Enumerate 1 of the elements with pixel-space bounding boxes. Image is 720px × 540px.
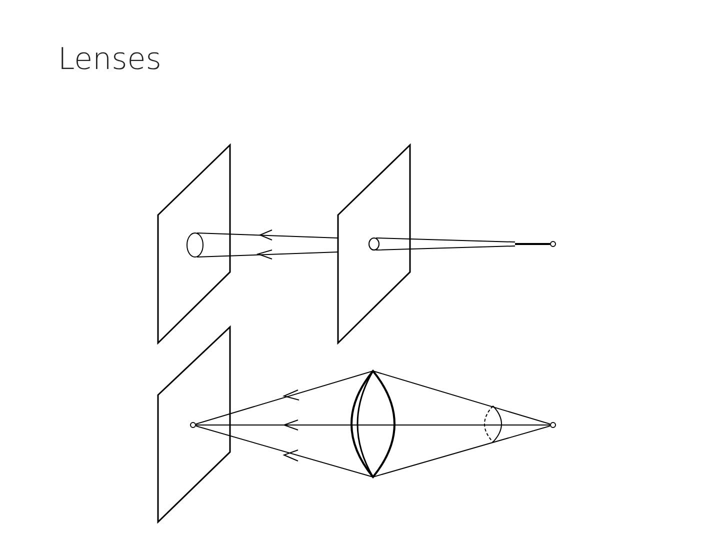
slide-title: Lenses [58, 42, 162, 78]
